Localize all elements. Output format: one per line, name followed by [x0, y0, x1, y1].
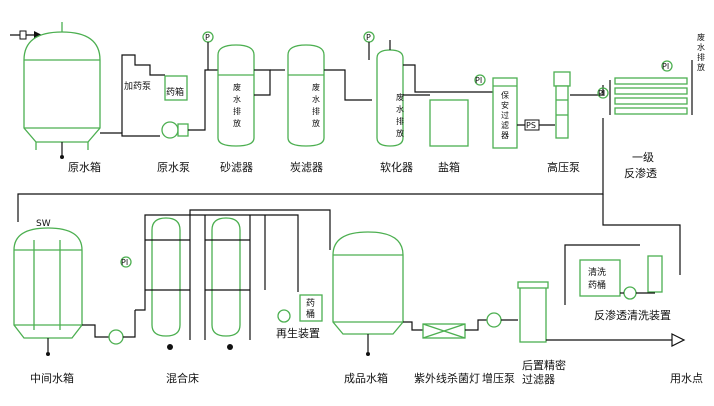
- svg-text:滤: 滤: [501, 120, 509, 130]
- ro-cleaning-label: 反渗透清洗装置: [594, 308, 671, 322]
- pressure-gauge-6: [120, 256, 132, 268]
- raw-water-pump-label: 原水泵: [157, 161, 190, 174]
- post-filter-label-1: 后置精密: [522, 358, 566, 372]
- intermediate-tank: [13, 227, 83, 356]
- regen-pump: [277, 309, 291, 323]
- svg-text:放: 放: [697, 62, 705, 72]
- svg-text:废: 废: [396, 92, 404, 102]
- sw-tag: SW: [36, 219, 51, 229]
- svg-text:安: 安: [501, 100, 509, 110]
- cleaning-supply-line: [564, 244, 640, 305]
- svg-text:清洗: 清洗: [588, 266, 606, 278]
- svg-text:PI: PI: [121, 258, 128, 267]
- svg-text:保: 保: [501, 90, 509, 100]
- svg-text:药: 药: [306, 298, 315, 309]
- raw-water-pump: [161, 121, 189, 139]
- chemical-tank: [164, 75, 188, 101]
- svg-text:PI: PI: [598, 89, 605, 98]
- post-precision-filter: [517, 281, 549, 343]
- high-pressure-pump-label: 高压泵: [547, 160, 580, 174]
- salt-tank: [429, 99, 469, 147]
- softener: [376, 40, 404, 147]
- svg-text:水: 水: [396, 104, 404, 114]
- svg-text:PI: PI: [662, 62, 669, 71]
- svg-text:放: 放: [396, 128, 404, 138]
- svg-text:放: 放: [233, 118, 241, 128]
- booster-pump: [486, 312, 502, 328]
- use-point-arrow: [671, 333, 686, 347]
- svg-text:水: 水: [312, 94, 320, 104]
- mixed-bed-vessel-2: [211, 217, 241, 337]
- svg-text:排: 排: [233, 106, 241, 116]
- cleaning-tank: [579, 259, 621, 297]
- ro-product-line: [17, 118, 604, 222]
- uv-lamp: [422, 323, 466, 339]
- svg-text:废: 废: [233, 82, 241, 92]
- high-pressure-pump: [553, 71, 571, 139]
- mixed-bed-piping: [135, 214, 265, 350]
- softener-label: 软化器: [380, 160, 413, 174]
- security-filter: [492, 77, 518, 149]
- svg-text:PS: PS: [526, 121, 536, 130]
- mixed-bed-vessel-1: [151, 217, 181, 337]
- ro-label-line1: 一级: [632, 151, 654, 164]
- ro-waste-text: 废 水 排 放: [697, 32, 705, 72]
- raw-water-tank-label: 原水箱: [68, 160, 101, 174]
- svg-text:排: 排: [697, 52, 705, 62]
- uv-lamp-label: 紫外线杀菌灯: [414, 371, 480, 385]
- booster-pump-label: 增压泵: [482, 371, 515, 385]
- use-point-label: 用水点: [670, 372, 703, 385]
- svg-text:过: 过: [501, 110, 509, 120]
- svg-text:水: 水: [233, 94, 241, 104]
- svg-text:废: 废: [697, 32, 705, 42]
- carbon-filter-label: 炭滤器: [290, 161, 323, 174]
- pressure-gauge-4: [597, 87, 609, 99]
- product-water-tank-label: 成品水箱: [344, 371, 388, 385]
- product-water-tank: [332, 231, 404, 356]
- cleaning-return-line: [602, 194, 681, 275]
- chemical-tank-label: 药箱: [166, 86, 184, 98]
- sand-filter: [217, 44, 255, 147]
- svg-text:药桶: 药桶: [588, 279, 606, 291]
- intermediate-tank-label: 中间水箱: [30, 371, 74, 385]
- svg-text:放: 放: [312, 118, 320, 128]
- cleaning-pump: [623, 286, 637, 300]
- mixed-bed-pump: [108, 329, 124, 345]
- svg-text:桶: 桶: [306, 308, 315, 320]
- svg-text:器: 器: [501, 131, 509, 140]
- carbon-filter: [287, 44, 325, 147]
- softener-waste-text: 废 水 排 放: [396, 92, 404, 138]
- sand-filter-label: 砂滤器: [220, 161, 253, 174]
- ro-membrane-array: [609, 60, 693, 115]
- svg-text:排: 排: [396, 116, 404, 126]
- raw-water-tank: [23, 22, 101, 159]
- pressure-switch: [524, 119, 540, 131]
- carbon-filter-waste-text: 废 水 排 放: [312, 82, 320, 128]
- dosing-pump-label: 加药泵: [124, 81, 151, 92]
- ro-label-line2: 反渗透: [624, 166, 657, 180]
- svg-text:水: 水: [697, 42, 705, 52]
- svg-text:废: 废: [312, 82, 320, 92]
- svg-text:PI: PI: [475, 76, 482, 85]
- salt-tank-label: 盐箱: [438, 160, 460, 174]
- svg-text:P: P: [205, 33, 210, 42]
- svg-text:P: P: [366, 33, 371, 42]
- dosing-line: [121, 54, 165, 133]
- sand-filter-waste-text: 废 水 排 放: [233, 82, 241, 128]
- mixed-bed-label: 混合床: [166, 371, 199, 385]
- pressure-gauge-3: [474, 74, 486, 86]
- post-filter-label-2: 过滤器: [522, 373, 555, 386]
- security-filter-text: 保 安 过 滤 器: [501, 90, 509, 140]
- regen-device-label: 再生装置: [276, 326, 320, 340]
- regen-tank: [299, 294, 323, 322]
- pressure-gauge-5: [661, 60, 673, 72]
- svg-text:排: 排: [312, 106, 320, 116]
- cleaning-filter: [647, 255, 663, 293]
